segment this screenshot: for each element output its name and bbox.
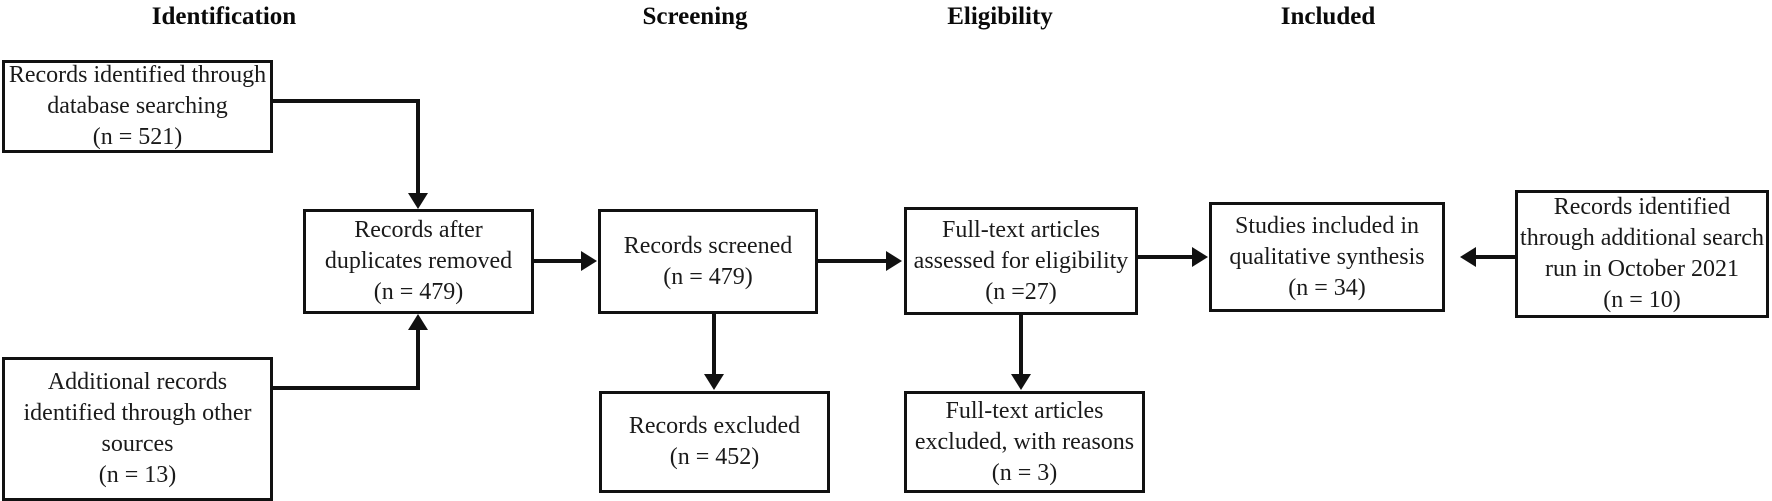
node-records-after-duplicates-removed: Records after duplicates removed (n = 47… <box>303 209 534 314</box>
node-line: Records screened <box>623 232 793 259</box>
node-records-screened: Records screened (n = 479) <box>598 209 818 314</box>
node-full-text-articles-assessed: Full-text articles assessed for eligibil… <box>904 207 1138 315</box>
node-line: (n = 452) <box>669 444 760 470</box>
node-line: assessed for eligibility <box>913 247 1129 274</box>
node-line: Studies included in <box>1235 212 1419 239</box>
connector-duplicates-to-screened <box>534 259 583 263</box>
node-line: (n = 521) <box>92 124 183 150</box>
node-line: through additional search <box>1520 225 1764 251</box>
connector-database-to-duplicates-vertical <box>416 99 420 195</box>
node-line: Records excluded <box>628 413 801 439</box>
connector-fulltext-to-included <box>1138 255 1194 259</box>
connector-fulltext-to-fulltext-excluded <box>1019 315 1023 376</box>
node-line: (n = 10) <box>1603 287 1681 313</box>
node-line: (n =27) <box>985 278 1057 305</box>
node-line: excluded, with reasons <box>914 428 1135 455</box>
connector-database-to-duplicates-horizontal <box>273 99 420 103</box>
node-additional-records-other-sources: Additional records identified through ot… <box>2 357 273 501</box>
connector-screened-to-fulltext <box>818 259 888 263</box>
connector-additional-search-to-included <box>1476 255 1515 259</box>
node-line: duplicates removed <box>324 248 513 274</box>
connector-other-sources-to-duplicates-horizontal <box>273 386 420 390</box>
node-line: (n = 34) <box>1288 274 1366 301</box>
arrowhead-up-icon <box>408 314 428 330</box>
node-line: database searching <box>47 93 228 119</box>
arrowhead-down-icon <box>1011 374 1031 390</box>
node-line: identified through other <box>23 400 252 426</box>
node-line: (n = 479) <box>373 279 464 305</box>
stage-header-included: Included <box>1280 3 1376 30</box>
node-records-identified-additional-search: Records identified through additional se… <box>1515 190 1769 318</box>
arrowhead-down-icon <box>408 193 428 209</box>
arrowhead-right-icon <box>581 251 597 271</box>
node-line: Records identified <box>1553 194 1731 220</box>
node-line: Full-text articles <box>945 397 1104 424</box>
arrowhead-left-icon <box>1460 247 1476 267</box>
connector-screened-to-excluded <box>712 314 716 376</box>
stage-header-screening: Screening <box>642 3 748 30</box>
stage-header-identification: Identification <box>151 3 297 30</box>
stage-header-eligibility: Eligibility <box>947 3 1053 30</box>
node-records-excluded: Records excluded (n = 452) <box>599 391 830 493</box>
arrowhead-right-icon <box>1192 247 1208 267</box>
node-line: (n = 13) <box>98 462 177 488</box>
node-line: (n = 479) <box>663 263 753 290</box>
node-line: Additional records <box>47 369 228 395</box>
node-line: Records identified through <box>8 62 267 88</box>
node-line: Full-text articles <box>942 216 1100 243</box>
node-line: (n = 3) <box>991 459 1058 486</box>
node-studies-included: Studies included in qualitative synthesi… <box>1209 202 1445 312</box>
node-line: sources <box>101 431 174 457</box>
node-records-identified-database: Records identified through database sear… <box>2 60 273 153</box>
node-line: Records after <box>354 217 483 243</box>
arrowhead-right-icon <box>886 251 902 271</box>
node-line: run in October 2021 <box>1545 256 1739 282</box>
arrowhead-down-icon <box>704 374 724 390</box>
connector-other-sources-to-duplicates-vertical <box>416 330 420 388</box>
node-line: qualitative synthesis <box>1229 243 1425 270</box>
node-full-text-articles-excluded: Full-text articles excluded, with reason… <box>904 391 1145 493</box>
